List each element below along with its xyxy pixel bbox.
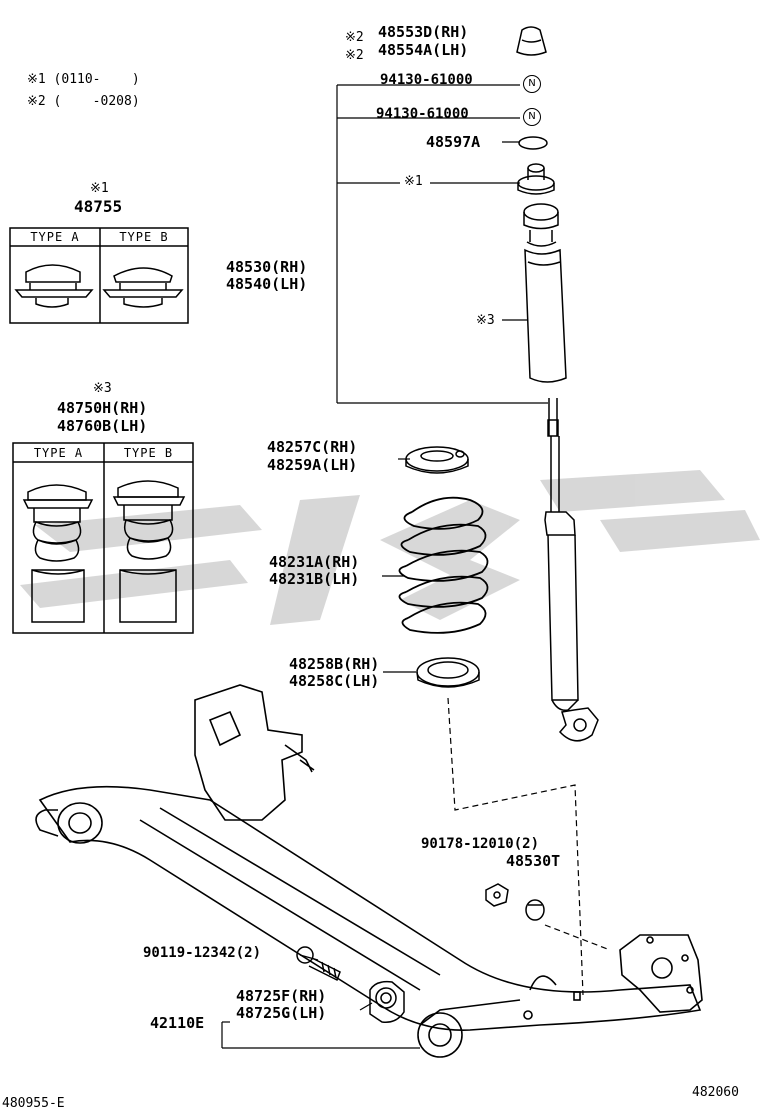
lower-seat-lh-label: 48258C(LH)	[289, 672, 380, 690]
lower-seat-rh-label: 48258B(RH)	[289, 655, 380, 673]
beam-bushing	[369, 980, 405, 1024]
shock-absorber-lower	[544, 398, 599, 742]
box1-part-label: 48755	[74, 197, 123, 216]
bump-mark-rh: ※2	[345, 30, 364, 45]
box1-type-b: TYPE B	[119, 230, 169, 244]
box-48750h	[12, 442, 194, 634]
box2-part-lh-label: 48760B(LH)	[57, 417, 148, 435]
box2-type-b: TYPE B	[123, 446, 174, 460]
bump-stopper-rh-label: 48553D(RH)	[378, 23, 469, 41]
shock-rh-label: 48530(RH)	[226, 258, 308, 276]
note-1: ※1 (0110- )	[27, 72, 140, 87]
washer-label: 48597A	[426, 133, 481, 151]
insulator-rh-label: 48257C(RH)	[267, 438, 358, 456]
footer-right-code: 482060	[692, 1085, 739, 1100]
box1-mark: ※1	[90, 181, 109, 196]
lower-spring-seat	[416, 657, 480, 688]
watermark-graphic	[20, 470, 760, 625]
box2-type-a: TYPE A	[33, 446, 84, 460]
upper-support-mark: ※1	[404, 174, 423, 189]
nut-2-label: 94130-61000	[376, 106, 469, 122]
axle-beam	[35, 684, 703, 1058]
nut-1-label: 94130-61000	[380, 72, 473, 88]
spring-rh-label: 48231A(RH)	[269, 553, 360, 571]
bump-mark-lh: ※2	[345, 48, 364, 63]
dashed-leaders	[447, 697, 611, 996]
note-2: ※2 ( -0208)	[27, 94, 140, 109]
box2-mark: ※3	[93, 381, 112, 396]
bump-stopper-lh-label: 48554A(LH)	[378, 41, 469, 59]
insulator-lh-label: 48259A(LH)	[267, 456, 358, 474]
shock-bolt	[485, 883, 509, 907]
bump-stopper	[516, 26, 547, 56]
washer-plate	[518, 136, 548, 150]
shock-cap	[525, 899, 545, 921]
spring-lh-label: 48231B(LH)	[269, 570, 360, 588]
shock-cap-label: 48530T	[506, 852, 561, 870]
beam-bolt	[296, 946, 341, 982]
box2-part-rh-label: 48750H(RH)	[57, 399, 148, 417]
shock-bolt-label: 90178-12010(2)	[421, 836, 540, 852]
coil-spring	[398, 496, 489, 634]
nut-2-n-symbol: N	[523, 108, 541, 126]
bushing-rh-label: 48725F(RH)	[236, 987, 327, 1005]
nut-1-n-symbol: N	[523, 75, 541, 93]
box1-type-a: TYPE A	[30, 230, 80, 244]
upper-support	[517, 163, 555, 195]
box-48755	[9, 227, 189, 324]
bushing-lh-label: 48725G(LH)	[236, 1004, 327, 1022]
beam-bolt-label: 90119-12342(2)	[143, 945, 262, 961]
shock-lh-label: 48540(LH)	[226, 275, 308, 293]
footer-left-code: 480955-E	[2, 1096, 65, 1111]
shock-absorber-upper	[523, 203, 567, 383]
beam-label: 42110E	[150, 1014, 205, 1032]
shock-mark: ※3	[476, 313, 495, 328]
spring-insulator	[405, 446, 469, 474]
